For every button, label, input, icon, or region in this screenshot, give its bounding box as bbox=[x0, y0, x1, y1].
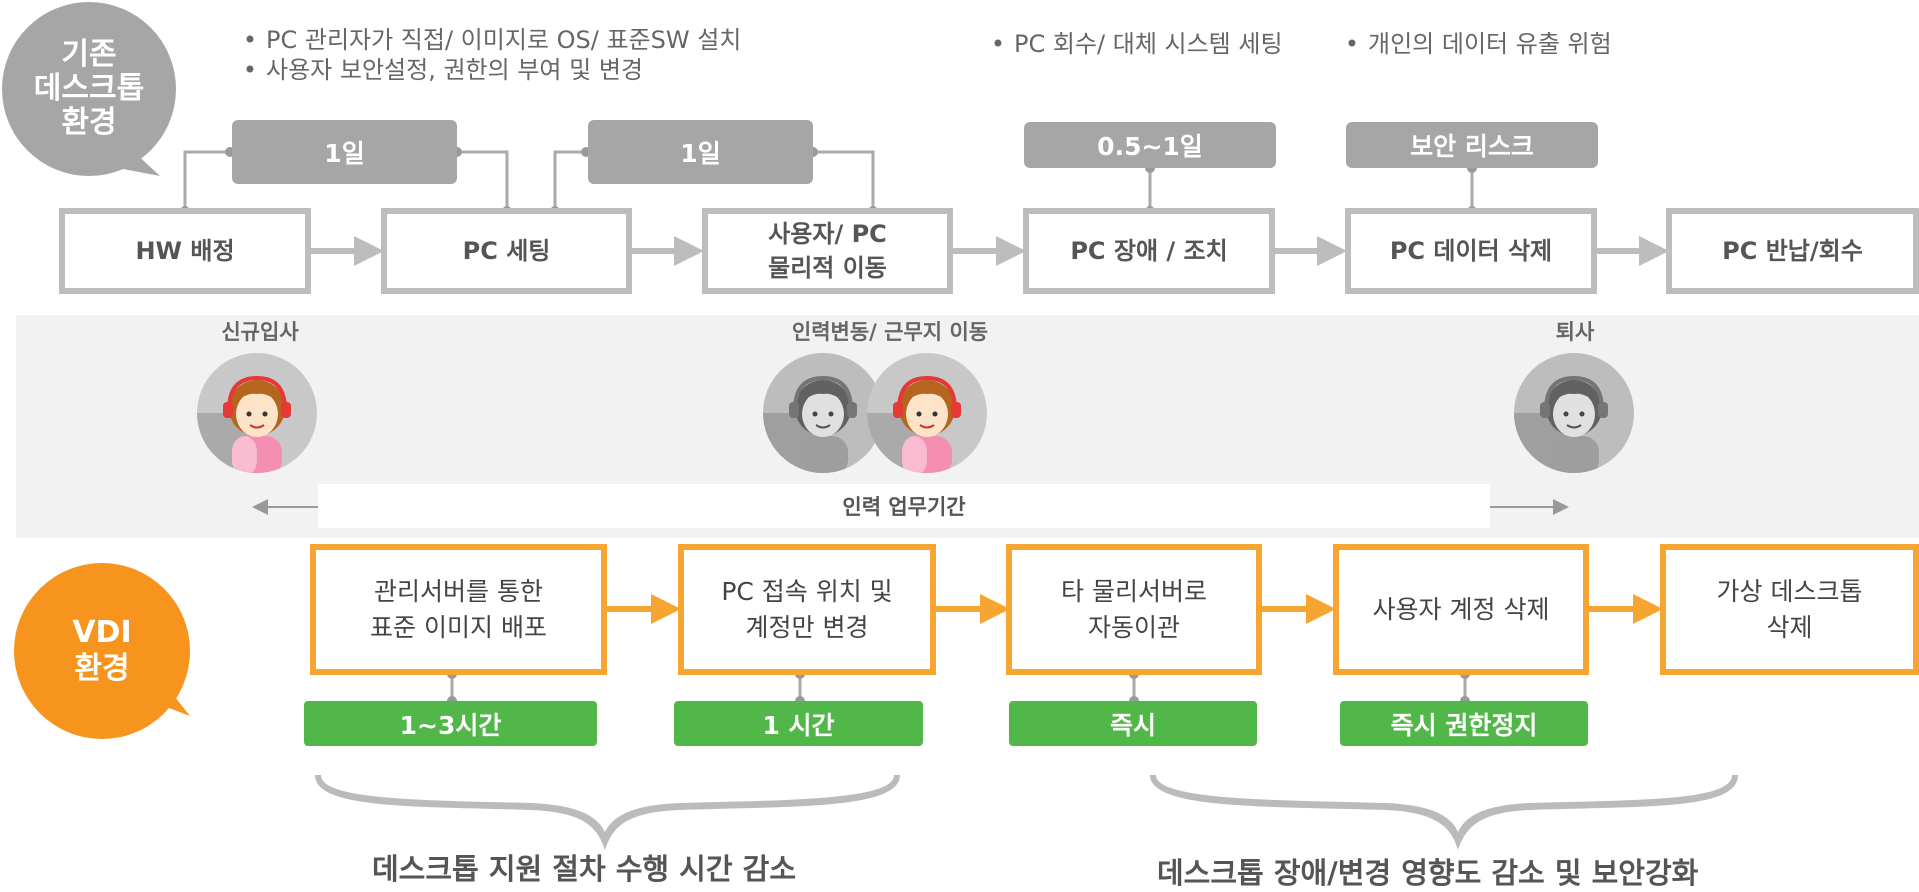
legacy-step-failure-fix: PC 장애 / 조치 bbox=[1023, 208, 1275, 294]
vdi-tag-deploy-time: 1~3시간 bbox=[304, 701, 597, 746]
avatar-female-icon bbox=[197, 353, 317, 473]
vdi-step-image-deploy: 관리서버를 통한 표준 이미지 배포 bbox=[310, 544, 607, 675]
avatar-gray-staff-icon-resign bbox=[1514, 353, 1634, 473]
vdi-step-account-delete: 사용자 계정 삭제 bbox=[1333, 544, 1589, 675]
vdi-tag-change-time: 1 시간 bbox=[674, 701, 923, 746]
legacy-tag-failure: 0.5~1일 bbox=[1024, 122, 1276, 168]
vdi-step-desktop-delete: 가상 데스크톱 삭제 bbox=[1660, 544, 1919, 675]
legacy-tag-setting-to-move: 1일 bbox=[588, 120, 813, 184]
legacy-tag-brackets bbox=[183, 150, 1474, 211]
work-period-label: 인력 업무기간 bbox=[842, 495, 966, 519]
summary-security-enhance: 데스크톱 장애/변경 영향도 감소 및 보안강화 bbox=[1157, 856, 1699, 890]
legacy-bullet-3: PC 회수/ 대체 시스템 세팅 bbox=[982, 24, 1283, 59]
legacy-step-hw-assign: HW 배정 bbox=[59, 208, 311, 294]
vdi-tag-permission-stop: 즉시 권한정지 bbox=[1340, 701, 1588, 746]
left-brace bbox=[315, 775, 900, 850]
staff-label-transfer: 인력변동/ 근무지 이동 bbox=[791, 320, 989, 344]
avatar-gray-staff-icon bbox=[763, 353, 883, 473]
vdi-step-account-change: PC 접속 위치 및 계정만 변경 bbox=[678, 544, 936, 675]
vdi-tag-migration-time: 즉시 bbox=[1009, 701, 1257, 746]
legacy-tag-hw-to-setting: 1일 bbox=[232, 120, 457, 184]
legacy-environment-badge: 기존 데스크톱 환경 bbox=[2, 2, 176, 176]
staff-label-new-hire: 신규입사 bbox=[221, 320, 299, 344]
work-period-bar: 인력 업무기간 bbox=[318, 484, 1490, 528]
legacy-step-return: PC 반납/회수 bbox=[1666, 208, 1919, 294]
summary-time-reduction: 데스크톱 지원 절차 수행 시간 감소 bbox=[372, 852, 797, 886]
staff-label-resign: 퇴사 bbox=[1555, 320, 1595, 344]
legacy-step-physical-move: 사용자/ PC 물리적 이동 bbox=[702, 208, 953, 294]
legacy-tag-security-risk: 보안 리스크 bbox=[1346, 122, 1598, 168]
vdi-step-auto-migration: 타 물리서버로 자동이관 bbox=[1006, 544, 1262, 675]
legacy-step-pc-setting: PC 세팅 bbox=[381, 208, 632, 294]
avatar-female-icon-transfer bbox=[867, 353, 987, 473]
legacy-bullet-2: 사용자 보안설정, 권한의 부여 및 변경 bbox=[234, 50, 643, 85]
legacy-bullet-4: 개인의 데이터 유출 위험 bbox=[1336, 24, 1612, 59]
vdi-environment-badge: VDI 환경 bbox=[14, 563, 190, 739]
legacy-step-data-delete: PC 데이터 삭제 bbox=[1345, 208, 1597, 294]
